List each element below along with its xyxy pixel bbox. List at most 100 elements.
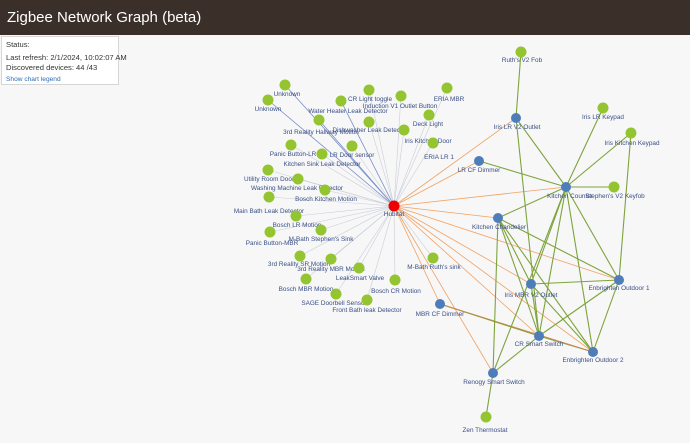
node-bosch_lr[interactable]: Bosch LR Motion xyxy=(273,210,322,230)
node-iris_kitchen_keypad[interactable]: Iris Kitchen Keypad xyxy=(604,127,660,148)
node-dot-zen[interactable] xyxy=(480,411,492,423)
node-dot-bosch_cr[interactable] xyxy=(389,274,401,286)
node-kitchen_chandelier[interactable]: Kitchen Chandelier xyxy=(472,213,527,231)
node-iris_lr_keypad[interactable]: Iris LR Keypad xyxy=(582,102,624,122)
node-bosch_mbr[interactable]: Bosch MBR Motion xyxy=(279,273,334,294)
node-dishwasher[interactable]: Dishwasher Leak Detector xyxy=(333,116,409,135)
node-enbrighten1[interactable]: Enbrighten Outdoor 1 xyxy=(588,275,650,292)
node-dot-enbrighten2[interactable] xyxy=(588,347,598,357)
node-dot-sr_motion[interactable] xyxy=(294,250,306,262)
node-kitchen_counter[interactable]: Kitchen Counter xyxy=(547,182,594,200)
node-dot-front_bath[interactable] xyxy=(361,294,373,306)
node-dot-bosch_kitchen[interactable] xyxy=(319,184,331,196)
node-dot-lr_cf_dimmer[interactable] xyxy=(474,156,484,166)
node-label-renogy: Renogy Smart Switch xyxy=(463,379,525,386)
node-dot-iris_kitchen_keypad[interactable] xyxy=(625,127,637,139)
node-hallway_motion[interactable]: 3rd Reality Hallway Motion xyxy=(283,114,359,137)
node-dot-mbr_motion3[interactable] xyxy=(325,253,337,265)
node-enbrighten2[interactable]: Enbrighten Outdoor 2 xyxy=(562,347,624,364)
node-dot-bosch_mbr[interactable] xyxy=(300,273,312,285)
node-water_heater[interactable]: Water Heater Leak Detector xyxy=(308,95,389,116)
node-induction_v1[interactable]: Induction V1 Outlet Button xyxy=(363,90,438,111)
node-zen[interactable]: Zen Thermostat xyxy=(463,411,508,435)
node-dot-main_bath[interactable] xyxy=(263,191,275,203)
node-deck_light[interactable]: Deck Light xyxy=(413,109,443,129)
node-dot-panic_lr[interactable] xyxy=(285,139,297,151)
node-bosch_kitchen[interactable]: Bosch Kitchen Motion xyxy=(295,184,357,204)
node-main_bath[interactable]: Main Bath Leak Detector xyxy=(234,191,305,216)
node-stephen_fob[interactable]: Stephen's V2 Keyfob xyxy=(585,181,645,201)
node-dot-iris_lr_keypad[interactable] xyxy=(597,102,609,114)
node-dot-hallway_motion[interactable] xyxy=(313,114,325,126)
node-dot-eria_lr1[interactable] xyxy=(427,137,439,149)
node-mbr_motion3[interactable]: 3rd Reality MBR Motion xyxy=(297,253,365,274)
node-dot-leaksmart[interactable] xyxy=(353,262,365,274)
node-dot-enbrighten1[interactable] xyxy=(614,275,624,285)
node-dot-cr_light_toggle[interactable] xyxy=(363,84,375,96)
node-dot-mbath_stephen[interactable] xyxy=(315,224,327,236)
node-label-induction_v1: Induction V1 Outlet Button xyxy=(363,103,438,110)
node-dot-unknown2[interactable] xyxy=(262,94,274,106)
node-dot-utility_door[interactable] xyxy=(262,164,274,176)
node-front_bath[interactable]: Front Bath leak Detector xyxy=(332,294,403,315)
node-cr_smart_switch[interactable]: CR Smart Switch xyxy=(515,331,564,348)
node-dot-eria_mbr[interactable] xyxy=(441,82,453,94)
node-leaksmart[interactable]: LeakSmart Valve xyxy=(336,262,385,283)
node-dot-iris_lr_outlet[interactable] xyxy=(511,113,521,123)
node-label-kitchen_counter: Kitchen Counter xyxy=(547,193,594,200)
link-hub-bosch_kitchen xyxy=(324,189,395,207)
node-dot-water_heater[interactable] xyxy=(335,95,347,107)
node-iris_mbr_outlet[interactable]: Iris MBR V2 Outlet xyxy=(505,279,558,299)
node-dot-mbr_cf_dimmer[interactable] xyxy=(435,299,445,309)
node-label-eria_lr1: ERIA LR 1 xyxy=(424,154,454,161)
node-panic_mbr[interactable]: Panic Button-MBR xyxy=(246,226,299,248)
node-dot-washing_machine[interactable] xyxy=(292,173,304,185)
link-iris_lr_outlet-cr_smart_switch xyxy=(515,117,540,337)
link-kitchen_counter-enbrighten2 xyxy=(565,186,594,353)
node-dot-iris_mbr_outlet[interactable] xyxy=(526,279,536,289)
node-unknown2[interactable]: Unknown xyxy=(255,94,282,114)
node-dot-hub[interactable] xyxy=(388,200,400,212)
node-dot-lr_door[interactable] xyxy=(346,140,358,152)
node-dot-unknown1[interactable] xyxy=(279,79,291,91)
node-dot-kitchen_counter[interactable] xyxy=(561,182,571,192)
node-dot-mbath_ruth[interactable] xyxy=(427,252,439,264)
node-hub[interactable]: Hubitat xyxy=(384,200,404,219)
node-dot-kitchen_chandelier[interactable] xyxy=(493,213,503,223)
node-kitchen_sink[interactable]: Kitchen Sink Leak Detector xyxy=(283,148,361,169)
node-utility_door[interactable]: Utility Room Door xyxy=(244,164,295,184)
node-eria_lr1[interactable]: ERIA LR 1 xyxy=(424,137,454,162)
node-mbr_cf_dimmer[interactable]: MBR CF Dimmer xyxy=(416,299,466,318)
node-dot-deck_light[interactable] xyxy=(423,109,435,121)
node-renogy[interactable]: Renogy Smart Switch xyxy=(463,368,525,386)
node-dot-kitchen_sink[interactable] xyxy=(316,148,328,160)
node-lr_door[interactable]: LR Door sensor xyxy=(330,140,376,160)
node-cr_light_toggle[interactable]: CR Light toggle xyxy=(348,84,392,104)
node-mbath_ruth[interactable]: M-Bath Ruth's sink xyxy=(407,252,462,272)
node-dot-bosch_lr[interactable] xyxy=(290,210,302,222)
node-dot-sage[interactable] xyxy=(330,288,342,300)
node-dot-panic_mbr[interactable] xyxy=(264,226,276,238)
node-sr_motion[interactable]: 3rd Reality SR Motion xyxy=(268,250,331,269)
node-bosch_cr[interactable]: Bosch CR Motion xyxy=(371,274,421,296)
node-dot-ruth_fob[interactable] xyxy=(515,46,527,58)
node-dot-induction_v1[interactable] xyxy=(395,90,407,102)
node-iris_lr_outlet[interactable]: Iris LR V2 Outlet xyxy=(494,113,541,131)
node-mbath_stephen[interactable]: M-Bath Stephen's Sink xyxy=(289,224,355,244)
node-unknown1[interactable]: Unknown xyxy=(274,79,301,99)
node-dot-iris_kitchen_door[interactable] xyxy=(398,124,410,136)
node-ruth_fob[interactable]: Ruth's V2 Fob xyxy=(502,46,543,65)
node-panic_lr[interactable]: Panic Button-LR xyxy=(270,139,317,159)
node-dot-cr_smart_switch[interactable] xyxy=(534,331,544,341)
show-chart-legend-link[interactable]: Show chart legend xyxy=(6,76,61,83)
link-hub-bosch_mbr xyxy=(305,205,395,280)
node-eria_mbr[interactable]: ERIA MBR xyxy=(434,82,465,104)
node-dot-stephen_fob[interactable] xyxy=(608,181,620,193)
link-mbr_cf_dimmer-enbrighten2 xyxy=(439,303,594,353)
node-dot-renogy[interactable] xyxy=(488,368,498,378)
node-washing_machine[interactable]: Washing Machine Leak Detector xyxy=(251,173,344,193)
node-sage[interactable]: SAGE Doorbell Sensor xyxy=(301,288,368,308)
node-lr_cf_dimmer[interactable]: LR CF Dimmer xyxy=(458,156,501,174)
node-dot-dishwasher[interactable] xyxy=(363,116,375,128)
